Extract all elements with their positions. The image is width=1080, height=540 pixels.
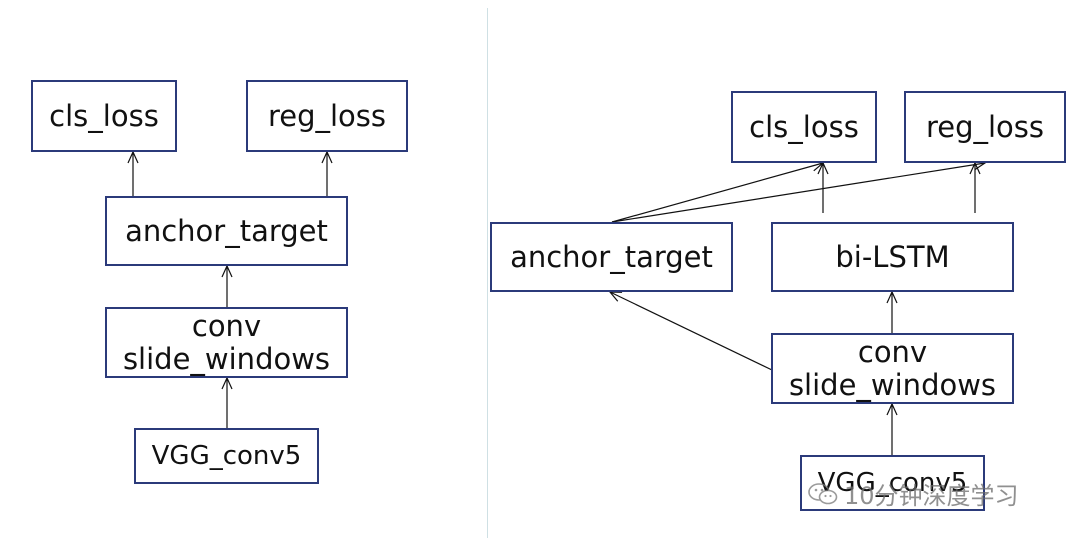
left-reg-loss-label: reg_loss: [267, 98, 387, 133]
left-conv-box: conv slide_windows: [105, 307, 348, 378]
right-conv-label-line2: slide_windows: [788, 367, 997, 402]
right-cls-loss-box: cls_loss: [731, 91, 877, 163]
watermark: 10分钟深度学习: [808, 476, 1019, 511]
right-conv-box: conv slide_windows: [771, 333, 1014, 404]
left-vgg-label: VGG_conv5: [151, 440, 302, 471]
right-vgg-label: VGG_conv5: [817, 467, 968, 498]
watermark-text: 10分钟深度学习: [844, 482, 1019, 510]
wechat-icon: [808, 482, 838, 504]
left-vgg-box: VGG_conv5: [134, 428, 319, 484]
panel-divider: [487, 8, 488, 538]
left-cls-loss-box: cls_loss: [31, 80, 177, 152]
right-bilstm-label: bi-LSTM: [835, 239, 950, 274]
left-reg-loss-box: reg_loss: [246, 80, 408, 152]
arrow-anchor-to-cls-loss-right: [611, 160, 825, 223]
right-reg-loss-label: reg_loss: [925, 109, 1045, 144]
left-conv-label-line2: slide_windows: [122, 341, 331, 376]
right-reg-loss-box: reg_loss: [904, 91, 1066, 163]
arrow-conv-to-anchor-right: [608, 291, 773, 371]
arrow-anchor-to-reg-loss-right: [611, 159, 987, 223]
left-cls-loss-label: cls_loss: [49, 98, 159, 133]
left-anchor-target-label: anchor_target: [125, 213, 328, 248]
right-vgg-box: VGG_conv5: [800, 455, 985, 511]
right-bilstm-box: bi-LSTM: [771, 222, 1014, 292]
left-anchor-target-box: anchor_target: [105, 196, 348, 266]
left-conv-label-line1: conv: [191, 308, 262, 343]
right-cls-loss-label: cls_loss: [749, 109, 859, 144]
right-anchor-target-label: anchor_target: [510, 239, 713, 274]
right-conv-label-line1: conv: [857, 334, 928, 369]
right-anchor-target-box: anchor_target: [490, 222, 733, 292]
